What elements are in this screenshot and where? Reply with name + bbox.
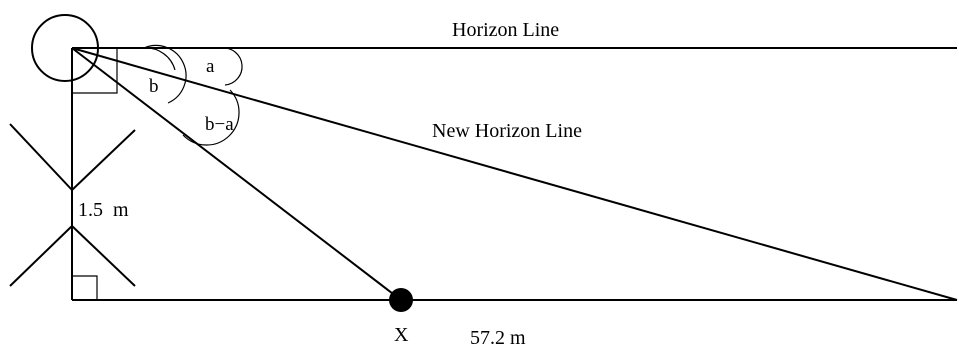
right-angle-marker-bottom	[72, 275, 98, 300]
new-horizon-line-label: New Horizon Line	[432, 120, 582, 142]
point-x-label: X	[394, 324, 409, 346]
angle-arc-b	[143, 44, 187, 104]
angle-arc-b-minus-a	[182, 89, 240, 146]
angle-a-label: a	[206, 56, 215, 77]
figure-arm-right	[71, 129, 136, 191]
figure-leg-left	[9, 225, 73, 287]
point-x-marker	[389, 288, 413, 312]
angle-b-label: b	[149, 76, 159, 97]
figure-leg-right	[71, 225, 136, 287]
height-label: 1.5 m	[78, 199, 129, 221]
angle-arc-a	[221, 47, 243, 86]
horizon-line-label: Horizon Line	[452, 19, 559, 41]
right-angle-marker-top	[72, 48, 118, 94]
sight-line-to-x	[71, 47, 402, 301]
angle-arc-b-top	[143, 47, 176, 71]
distance-label: 57.2 m	[470, 327, 526, 349]
angle-b-minus-a-label: b−a	[205, 114, 234, 135]
figure-arm-left	[9, 123, 73, 191]
new-horizon-line	[71, 47, 958, 301]
